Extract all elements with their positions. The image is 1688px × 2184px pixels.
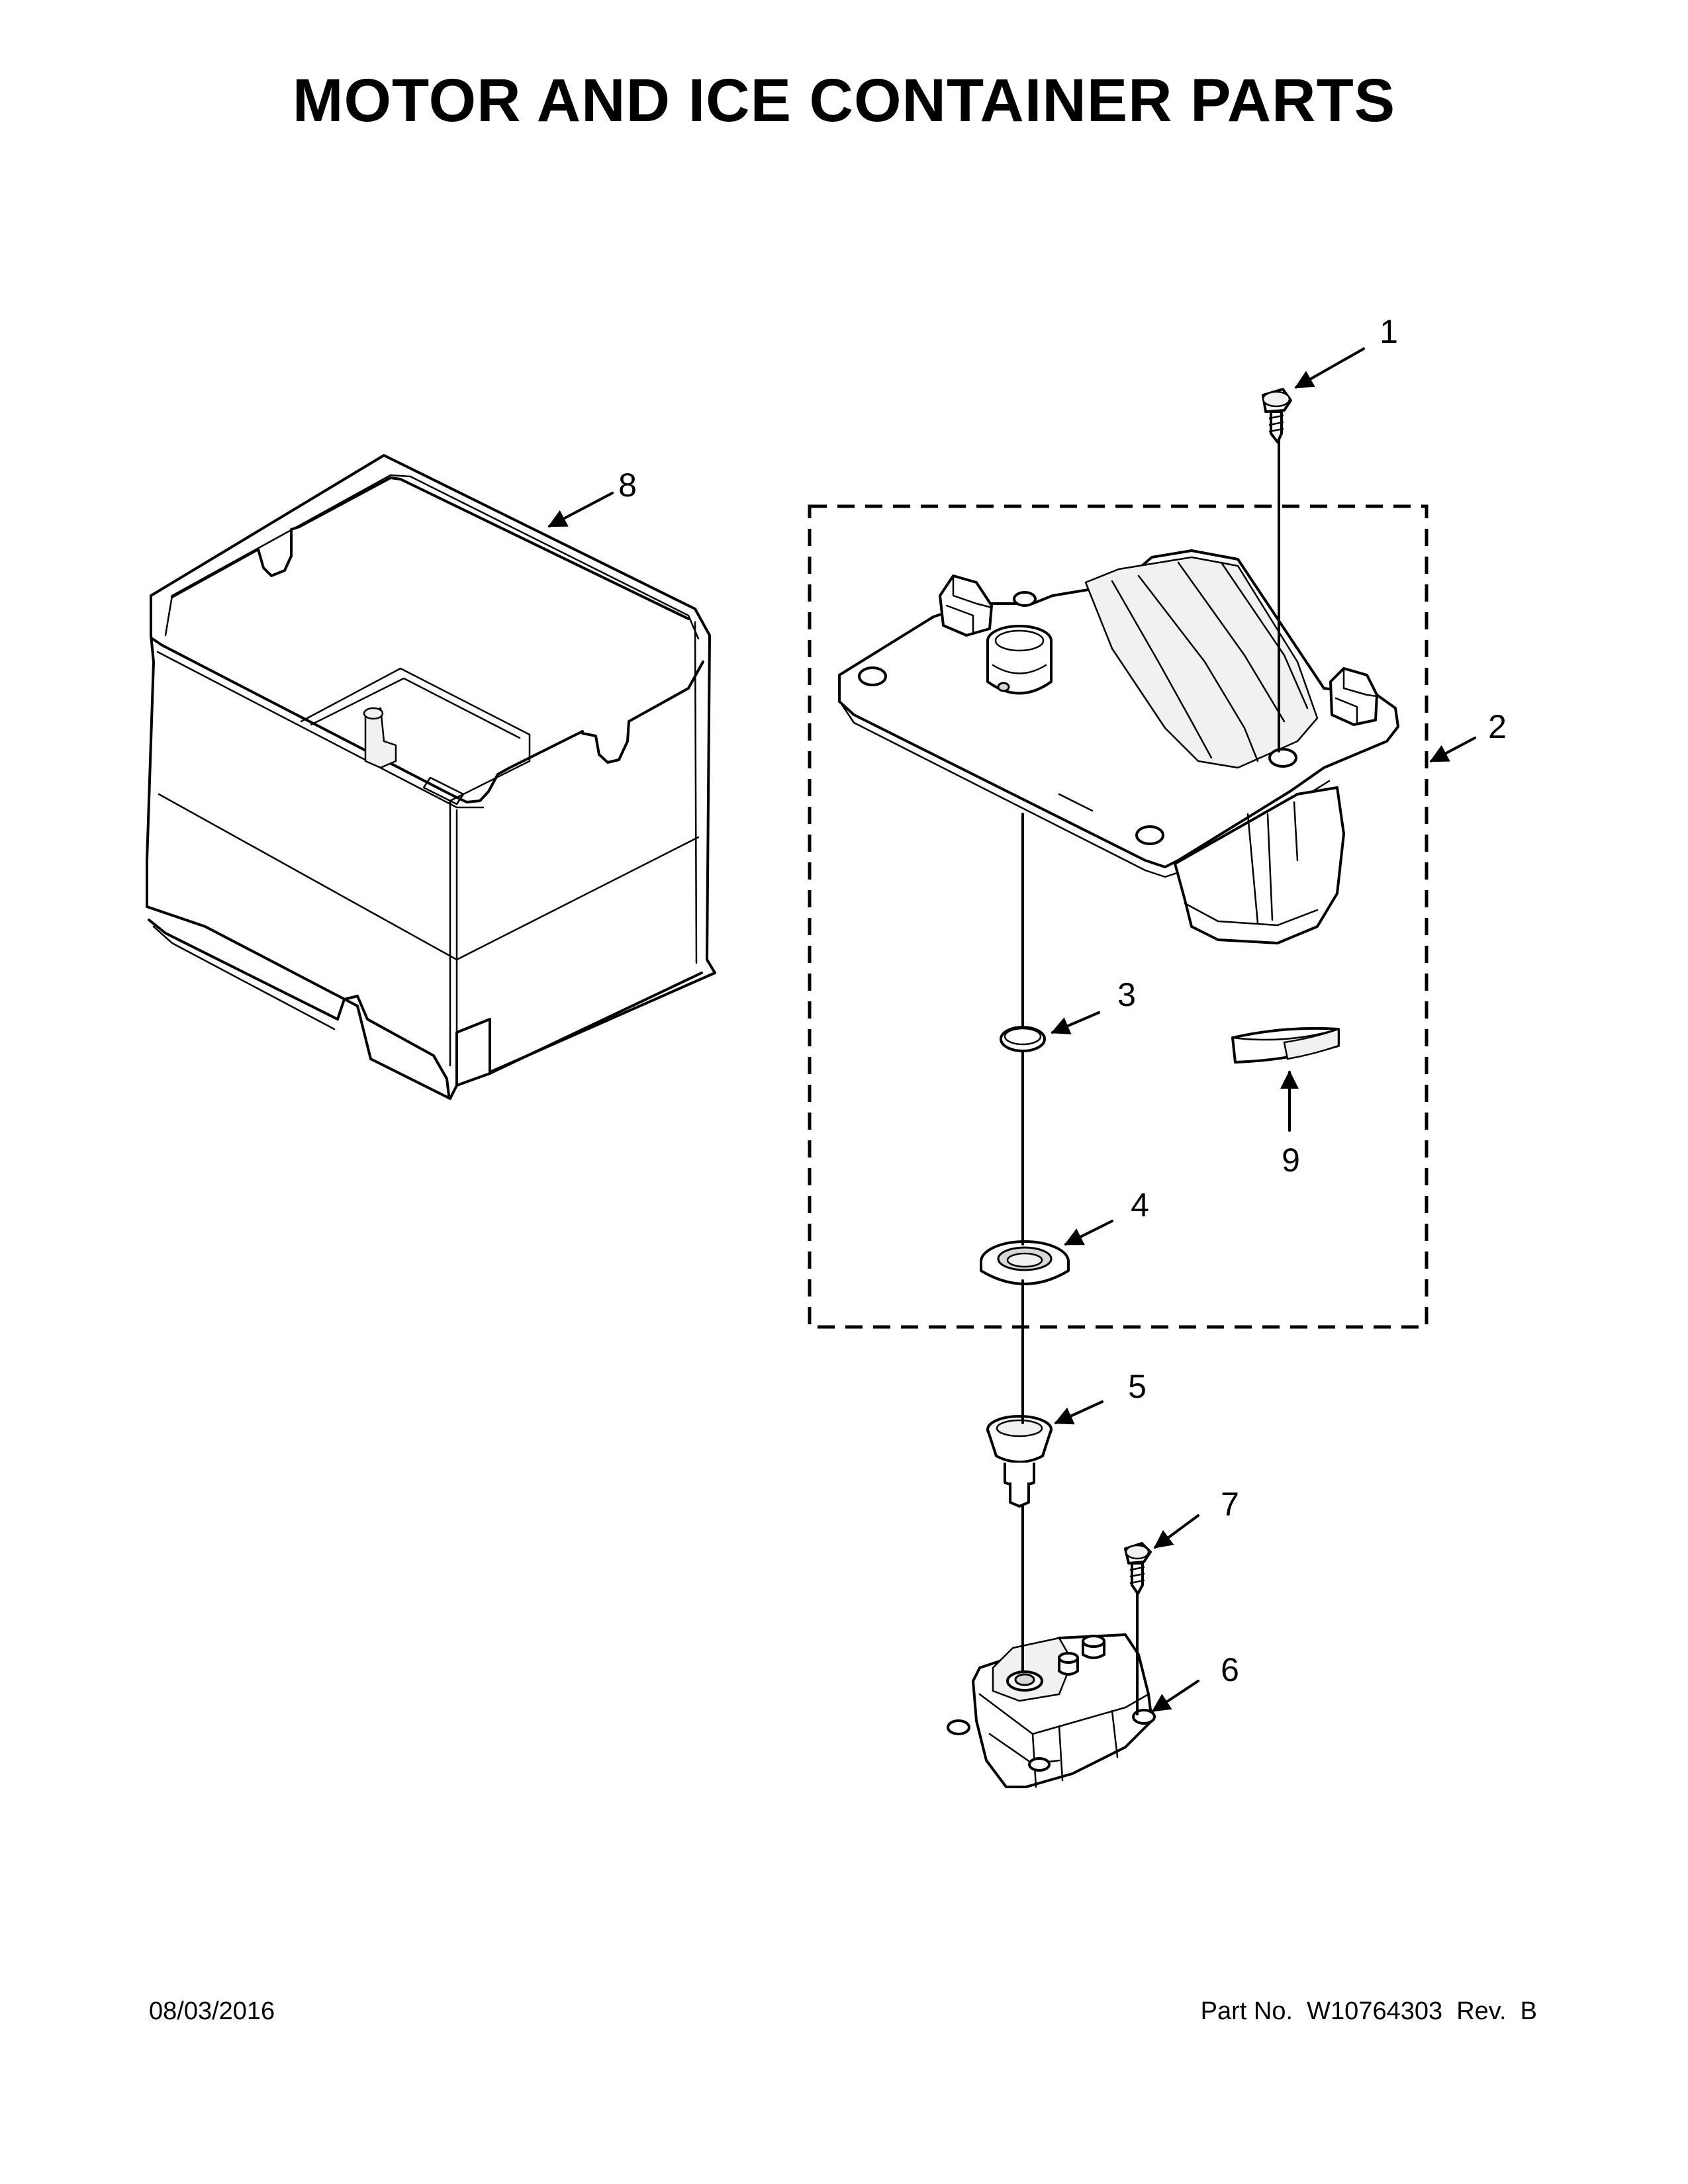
callout-7: 7	[1221, 1486, 1239, 1523]
callout-9: 9	[1282, 1142, 1300, 1179]
coupler-part-5[interactable]	[986, 1415, 1053, 1508]
seal-part-4[interactable]	[980, 1240, 1070, 1285]
pad-part-9[interactable]	[1231, 1026, 1340, 1064]
screw-part-7[interactable]	[1124, 1542, 1152, 1595]
footer-part-number: Part No. W10764303 Rev. B	[1200, 1997, 1537, 2025]
washer-part-3[interactable]	[1000, 1026, 1046, 1052]
callout-1: 1	[1380, 313, 1398, 350]
page-title: MOTOR AND ICE CONTAINER PARTS	[292, 67, 1396, 134]
assembly-boundary	[808, 504, 1429, 1329]
callout-leaders	[547, 347, 1476, 1712]
housing-plate-part-2[interactable]	[838, 549, 1399, 944]
callout-4: 4	[1131, 1187, 1149, 1224]
ice-container-part-8[interactable]	[146, 454, 716, 1100]
callout-8: 8	[618, 467, 637, 504]
callout-6: 6	[1221, 1651, 1239, 1688]
callout-2: 2	[1488, 708, 1507, 745]
screw-part-1[interactable]	[1262, 388, 1292, 443]
callout-numbers: 1 2 3 4 5 6 7 8 9	[618, 313, 1507, 1688]
motor-part-6[interactable]	[947, 1633, 1156, 1788]
assembly-lines	[1021, 439, 1280, 1715]
footer-date: 08/03/2016	[149, 1997, 275, 2025]
callout-5: 5	[1128, 1368, 1147, 1405]
callout-3: 3	[1117, 976, 1136, 1013]
